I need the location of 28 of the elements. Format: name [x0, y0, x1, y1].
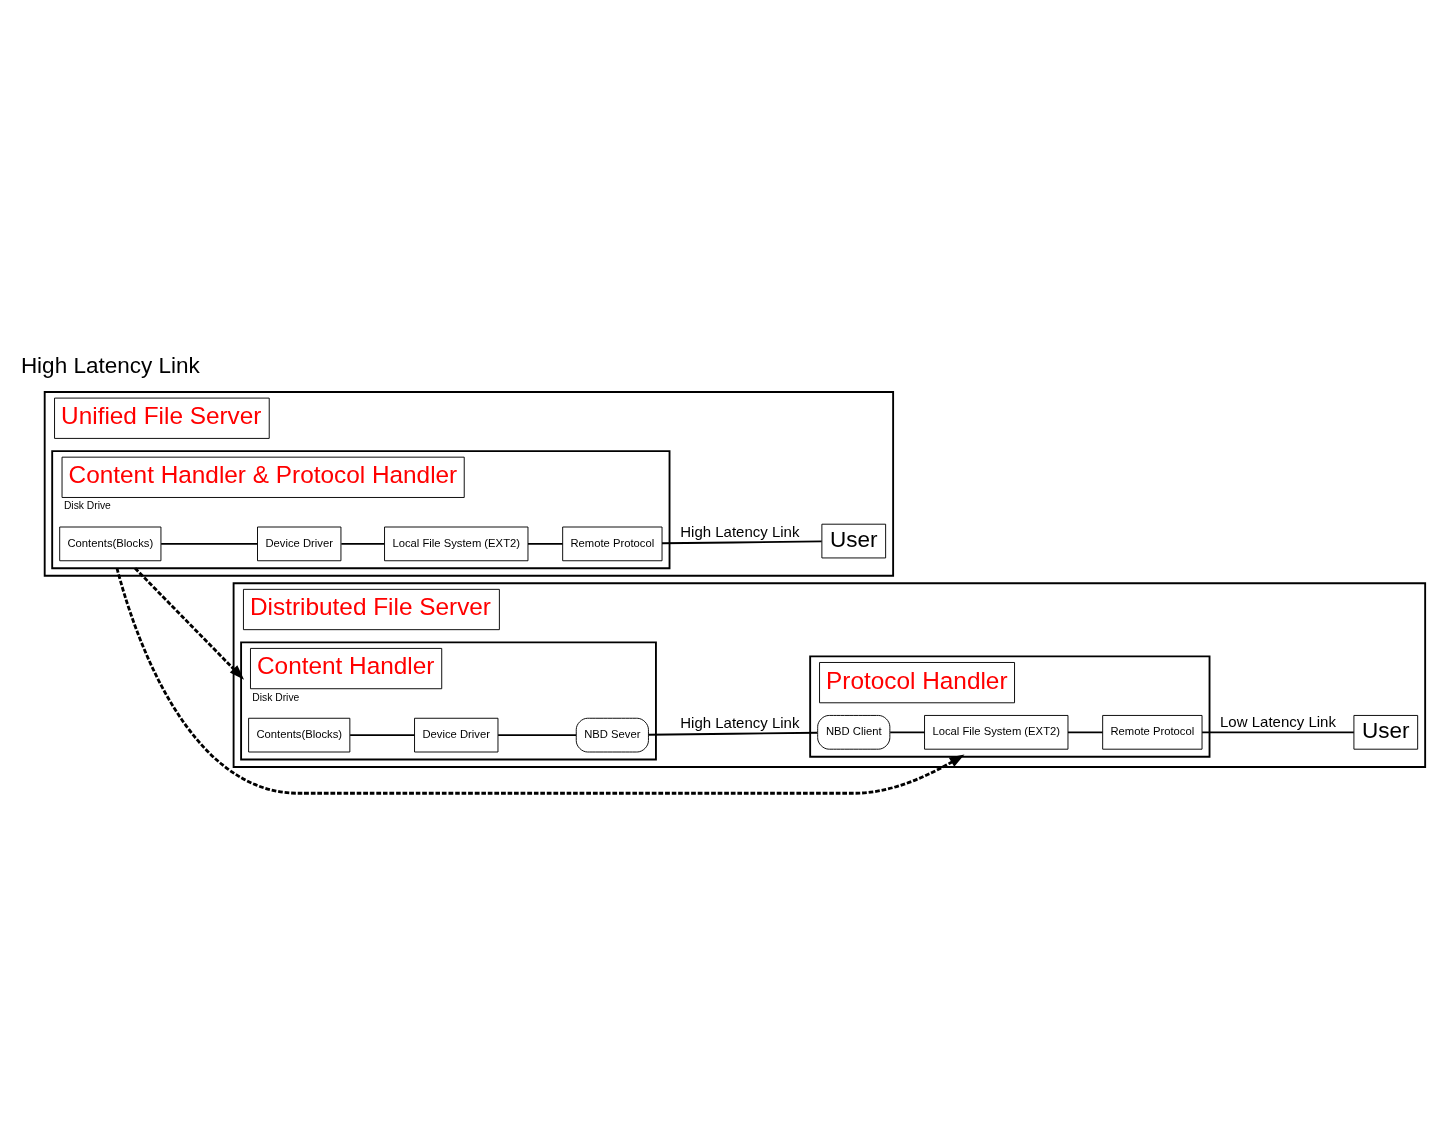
node-box: User	[1353, 714, 1419, 750]
label: High Latency Link	[20, 352, 200, 378]
node-box: Contents(Blocks)	[248, 717, 351, 752]
connector	[889, 730, 926, 733]
connector	[497, 733, 577, 736]
arrow	[134, 566, 245, 680]
node-box: Remote Protocol	[1102, 714, 1203, 750]
node-box: Device Driver	[257, 526, 342, 561]
connector	[1067, 730, 1104, 733]
node-box: NBD Client	[817, 714, 891, 750]
node-box: Device Driver	[414, 717, 499, 752]
node-box: User	[821, 523, 887, 558]
node-box: Contents(Blocks)	[59, 526, 162, 561]
edge-label: Low Latency Link	[1220, 712, 1336, 730]
node-box: Local File System (EXT2)	[384, 526, 529, 561]
connector	[527, 542, 564, 545]
node-box: NBD Sever	[575, 717, 649, 752]
node-box: Local File System (EXT2)	[924, 714, 1069, 750]
connector	[349, 733, 416, 736]
arrow	[115, 567, 965, 795]
edge-label: High Latency Link	[680, 522, 800, 540]
connector	[1201, 730, 1355, 733]
connector	[661, 540, 823, 544]
connector	[647, 731, 819, 736]
connector	[160, 542, 259, 545]
connector	[340, 542, 386, 545]
edge-label: High Latency Link	[680, 713, 800, 731]
node-box: Remote Protocol	[562, 526, 663, 561]
